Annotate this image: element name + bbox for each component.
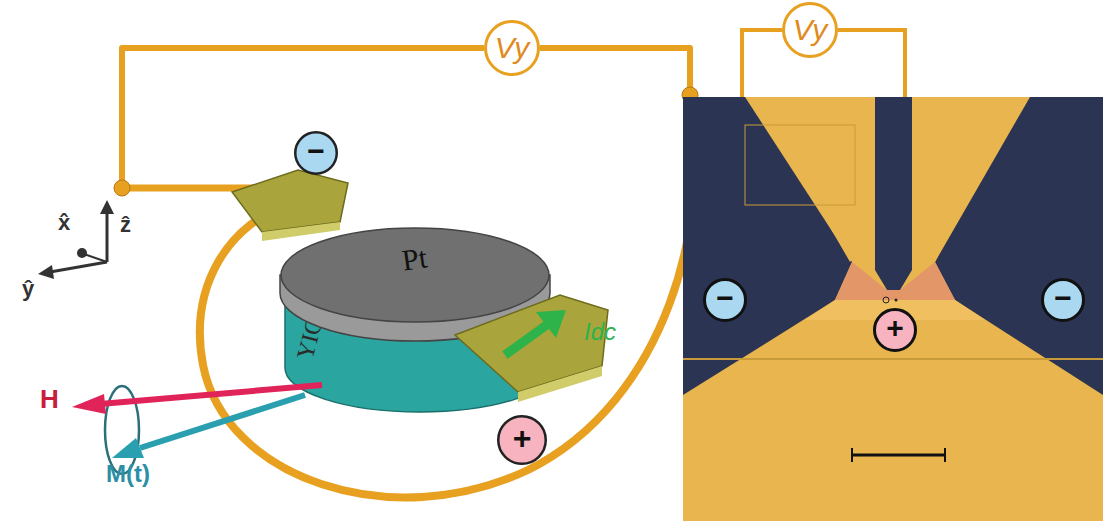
junction-region <box>835 262 955 300</box>
edge-line <box>745 125 855 205</box>
magnetization-arrow <box>112 438 144 458</box>
axis-label: x̂ <box>58 210 70 236</box>
scale-bar <box>851 448 853 462</box>
axis-head <box>38 265 54 279</box>
voltmeter-circle: Vy <box>484 20 540 76</box>
y-axis <box>50 262 107 272</box>
magnetization-label: M(t) <box>106 460 150 488</box>
polarity-circle-outline <box>705 280 746 321</box>
polarity-circle: + <box>873 308 917 352</box>
polarity-circle-outline <box>498 416 546 464</box>
polarity-circle-outline <box>875 310 916 351</box>
dark-region <box>683 97 852 395</box>
polarity-circle: + <box>497 415 547 465</box>
polarity-circle-text: + <box>513 420 532 457</box>
field-arrow <box>72 394 106 414</box>
axis-head <box>100 200 114 214</box>
polarity-circle: − <box>294 131 338 175</box>
voltmeter-circle-text: Vy <box>495 31 529 65</box>
voltmeter-wire <box>838 30 905 97</box>
polarity-circle-outline <box>1043 280 1084 321</box>
axis-label: ŷ <box>22 276 34 302</box>
polarity-circle-text: − <box>1054 281 1072 315</box>
dark-region <box>935 97 1103 395</box>
x-axis-dot <box>77 248 87 258</box>
polarity-circle-text: + <box>886 311 904 345</box>
z-axis <box>106 212 109 262</box>
voltmeter-wire <box>122 48 484 188</box>
dot-marker <box>883 297 889 303</box>
scale-bar <box>852 454 945 457</box>
current-label: Idc <box>584 318 616 346</box>
polarity-circle-text: − <box>307 134 325 168</box>
field-label: H <box>40 384 59 415</box>
voltmeter-circle: Vy <box>782 2 838 58</box>
loop-wire <box>200 95 695 497</box>
polarity-circle: − <box>1041 278 1085 322</box>
wire-junction <box>114 180 130 196</box>
dot-marker <box>895 299 898 302</box>
voltmeter-wire <box>742 30 782 97</box>
lead-stripe <box>755 97 860 262</box>
current-arrow <box>536 310 566 338</box>
polarity-circle-text: − <box>716 281 734 315</box>
pt-layer-outline <box>281 228 549 322</box>
voltmeter-circle-text: Vy <box>793 13 827 47</box>
lead-stripe <box>925 97 1020 262</box>
contact-pad <box>232 170 348 232</box>
polarity-circle-outline <box>295 132 337 174</box>
voltmeter-wire <box>540 48 690 95</box>
axis-label: ẑ <box>120 212 131 238</box>
contact-pad-edge <box>518 366 602 402</box>
center-lead <box>875 97 912 290</box>
voltmeter-circle-outline <box>784 4 837 57</box>
x-axis <box>84 254 107 262</box>
current-arrow <box>505 324 548 355</box>
contact-pad-edge <box>262 222 340 241</box>
edge-line <box>683 358 1103 360</box>
voltmeter-circle-outline <box>486 22 539 75</box>
scale-bar <box>944 448 946 462</box>
magnetization-arrow <box>140 395 305 448</box>
micrograph <box>683 97 1103 521</box>
polarity-circle: − <box>703 278 747 322</box>
pt-layer-text: Pt <box>400 240 430 277</box>
